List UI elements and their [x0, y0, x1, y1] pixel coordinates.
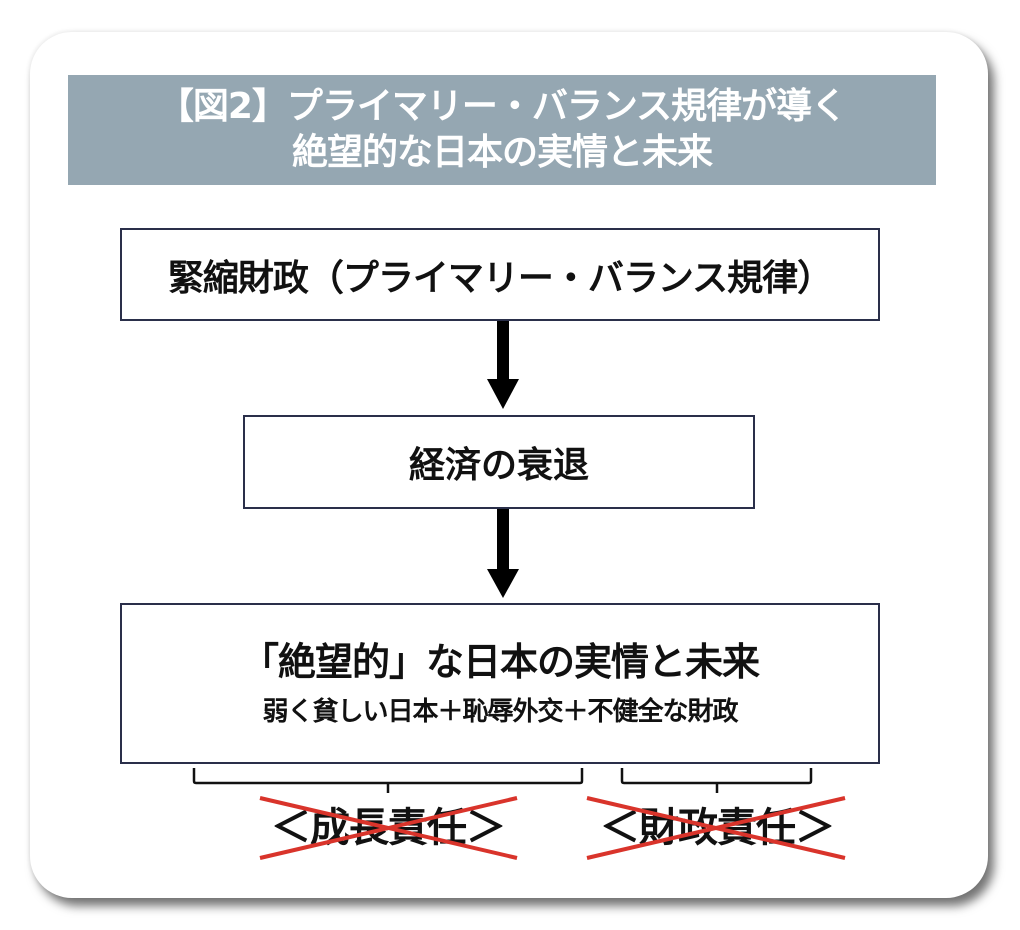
flow-box-desperate-future: 「絶望的」な日本の実情と未来 弱く貧しい日本＋恥辱外交＋不健全な財政	[120, 603, 880, 764]
figure-title-line-2: 絶望的な日本の実情と未来	[291, 132, 713, 173]
flow-box-austerity: 緊縮財政（プライマリー・バランス規律）	[120, 228, 880, 321]
flow-box-desperate-future-detail: 弱く貧しい日本＋恥辱外交＋不健全な財政	[262, 696, 738, 727]
figure-title-line-1: 【図2】プライマリー・バランス規律が導く	[157, 86, 847, 127]
flow-box-austerity-label: 緊縮財政（プライマリー・バランス規律）	[167, 257, 833, 299]
flow-box-economic-decline-label: 経済の衰退	[408, 445, 589, 486]
flow-box-desperate-future-title: 「絶望的」な日本の実情と未来	[240, 639, 760, 684]
fiscal-responsibility-label: ＜財政責任＞	[600, 805, 835, 851]
figure-title: 【図2】プライマリー・バランス規律が導く 絶望的な日本の実情と未来	[68, 75, 936, 185]
flow-box-economic-decline: 経済の衰退	[243, 415, 755, 509]
growth-responsibility-label: ＜成長責任＞	[271, 805, 506, 851]
